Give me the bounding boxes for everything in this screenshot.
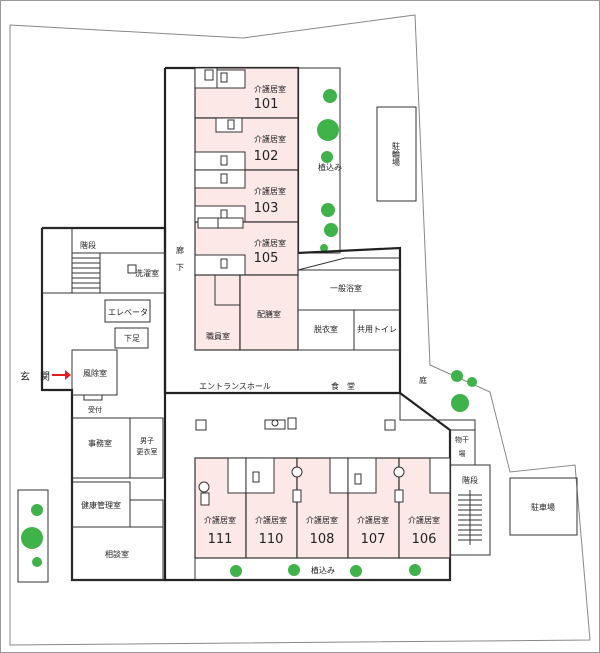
corridor-label-1: 廊 (176, 245, 184, 255)
planter-bottom-label: 植込み (311, 565, 335, 575)
reception-counter (83, 394, 103, 401)
staff-room (194, 274, 241, 351)
svg-text:103: 103 (254, 201, 279, 216)
tree-icon (321, 203, 335, 217)
svg-text:111: 111 (208, 532, 233, 547)
toilet-label: 共用トイレ (357, 325, 397, 334)
elevator (104, 299, 151, 323)
svg-text:介護居室: 介護居室 (254, 238, 286, 248)
svg-text:介護居室: 介護居室 (408, 515, 440, 525)
stair-right-treads (458, 490, 482, 545)
tree-icon (409, 564, 421, 576)
svg-text:介護居室: 介護居室 (254, 186, 286, 196)
svg-text:介護居室: 介護居室 (254, 134, 286, 144)
room-111: 介護居室 111 (194, 457, 247, 559)
tree-icon (32, 557, 42, 567)
car-parking-label: 駐車場 (531, 502, 555, 512)
bicycle-parking-label: 駐輪場 (392, 141, 401, 167)
room-106: 介護居室 106 (393, 457, 451, 559)
svg-text:介護居室: 介護居室 (255, 515, 287, 525)
svg-text:介護居室: 介護居室 (254, 84, 286, 94)
entrance-hall-label: エントランスホール (199, 382, 271, 391)
room-107: 介護居室 107 (347, 457, 400, 559)
health-label: 健康管理室 (81, 500, 121, 510)
pillar (195, 419, 207, 431)
staff-label: 職員室 (206, 331, 230, 341)
consultation-room (71, 526, 164, 581)
dining-label: 食 堂 (331, 381, 355, 391)
reception-label: 受付 (88, 405, 102, 414)
svg-text:101: 101 (254, 97, 279, 112)
tree-icon (288, 564, 300, 576)
storage (129, 499, 164, 528)
pantry-label: 配膳室 (257, 309, 281, 319)
vestibule-label: 風除室 (83, 368, 107, 378)
laundry-label: 洗濯室 (135, 268, 159, 278)
tree-icon (451, 394, 469, 412)
planter-top-label: 植込み (318, 162, 342, 172)
tree-icon (31, 504, 43, 516)
tree-icon (350, 565, 362, 577)
tree-icon (230, 565, 242, 577)
svg-text:介護居室: 介護居室 (306, 515, 338, 525)
office-label: 事務室 (88, 438, 112, 448)
shoe-area (114, 327, 149, 349)
stair-treads (72, 257, 100, 289)
washer-icon (127, 264, 137, 274)
tree-icon (320, 244, 328, 252)
pillar (384, 419, 396, 431)
svg-text:106: 106 (412, 532, 437, 547)
svg-text:105: 105 (254, 251, 279, 266)
tree-icon (451, 370, 463, 382)
shoe-area-label: 下足 (124, 334, 140, 343)
tree-icon (317, 119, 339, 141)
tree-icon (323, 89, 337, 103)
stair-label-top: 階段 (80, 240, 96, 250)
planter-left (17, 489, 49, 583)
corridor-label-2: 下 (176, 263, 184, 272)
room-101: 介護居室 101 (194, 67, 299, 119)
bicycle-parking (376, 106, 417, 202)
tree-icon (21, 527, 43, 549)
car-parking (509, 477, 578, 536)
bathroom-label: 一般浴室 (330, 283, 362, 293)
drying-label-2: 場 (459, 449, 466, 458)
locker-label: 更衣室 (137, 447, 158, 456)
tree-icon (321, 151, 333, 163)
stair-label-right: 階段 (462, 475, 478, 485)
drying-label-1: 物干 (455, 435, 469, 444)
mens-label: 男子 (140, 437, 154, 445)
room-110: 介護居室 110 (245, 457, 298, 559)
planter-bottom (194, 557, 451, 581)
svg-text:102: 102 (254, 149, 279, 164)
svg-text:110: 110 (259, 532, 284, 547)
tree-icon (467, 377, 477, 387)
stair-wall (41, 227, 73, 294)
svg-text:介護居室: 介護居室 (204, 515, 236, 525)
laundry-room (99, 252, 166, 294)
room-105: 介護居室 105 (194, 217, 299, 276)
garden-label: 庭 (419, 375, 427, 385)
elevator-label: エレベータ (108, 308, 148, 317)
entrance-arrowhead-icon (65, 370, 71, 380)
entrance-label: 玄 関 (20, 370, 50, 383)
room-102: 介護居室 102 (194, 117, 299, 171)
consultation-label: 相談室 (105, 549, 129, 559)
svg-text:107: 107 (361, 532, 386, 547)
shared-toilet (353, 309, 401, 351)
site-boundary (9, 14, 591, 646)
svg-text:介護居室: 介護居室 (357, 515, 389, 525)
room-103: 介護居室 103 (194, 169, 299, 223)
tree-icon (324, 223, 338, 237)
office (71, 417, 131, 479)
room-108: 介護居室 108 (291, 457, 349, 559)
mens-locker (129, 417, 164, 479)
changing-label: 脱衣室 (314, 324, 338, 334)
svg-text:108: 108 (310, 532, 335, 547)
